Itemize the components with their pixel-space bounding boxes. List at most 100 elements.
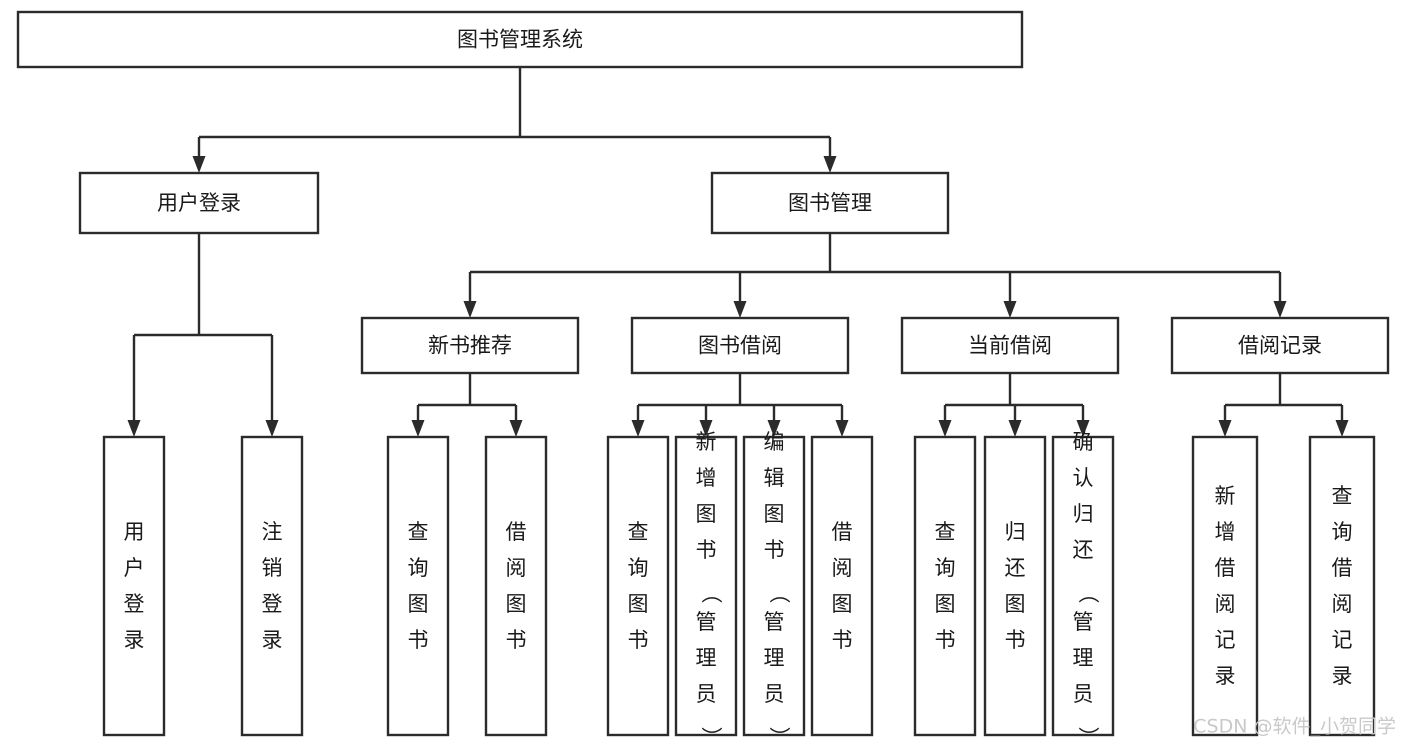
node-label-char: 询	[408, 556, 429, 580]
node-label: 用户登录	[157, 191, 241, 215]
node-box	[1308, 435, 1376, 737]
arrow-head-icon	[1218, 420, 1232, 437]
node-box	[240, 435, 304, 737]
node-label-char: 归	[1005, 520, 1026, 544]
node-label: 新书推荐	[428, 334, 512, 358]
node-label-char: 阅	[832, 556, 853, 580]
node-label-char: 图	[628, 592, 649, 616]
arrow-head-icon	[699, 420, 713, 437]
node-current-borrow[interactable]: 当前借阅	[900, 316, 1120, 375]
connector-current-to-leaves	[938, 373, 1090, 437]
connector-layer	[127, 67, 1349, 437]
arrow-head-icon	[733, 301, 747, 318]
node-box	[360, 316, 580, 375]
node-label-char: 编	[764, 430, 785, 454]
node-label-char: 图	[832, 592, 853, 616]
node-label-char: 图	[696, 502, 717, 526]
node-label-char: 登	[124, 592, 145, 616]
node-layer: 图书管理系统用户登录图书管理新书推荐图书借阅当前借阅借阅记录用户登录注销登录查询…	[16, 10, 1390, 747]
node-label-char: ）	[767, 727, 791, 747]
node-label-char: 理	[764, 646, 785, 670]
node-new-book-recommend[interactable]: 新书推荐	[360, 316, 580, 375]
arrow-head-icon	[823, 156, 837, 173]
node-label-char: 管	[1073, 610, 1094, 634]
arrow-head-icon	[1008, 420, 1022, 437]
node-label-char: 询	[1332, 520, 1353, 544]
node-label-char: 书	[832, 628, 853, 652]
connector-userlogin-to-leaves	[127, 233, 279, 437]
node-label-char: 查	[628, 520, 649, 544]
node-book-borrow[interactable]: 图书借阅	[630, 316, 850, 375]
node-label-char: 书	[696, 538, 717, 562]
node-box	[1191, 435, 1259, 737]
node-root[interactable]: 图书管理系统	[16, 10, 1024, 69]
node-label-char: 认	[1073, 466, 1094, 490]
node-label-char: 询	[628, 556, 649, 580]
node-label-char: 图	[935, 592, 956, 616]
node-user-login[interactable]: 用户登录	[78, 171, 320, 235]
node-label-char: （	[767, 583, 791, 604]
connector-recommend-to-leaves	[411, 373, 523, 437]
node-box	[1051, 435, 1115, 737]
node-borrow-record[interactable]: 借阅记录	[1170, 316, 1390, 375]
node-label-char: 阅	[1215, 592, 1236, 616]
node-box	[16, 10, 1024, 69]
node-label-char: 新	[1215, 484, 1236, 508]
node-label-char: 借	[506, 520, 527, 544]
node-label-char: 书	[1005, 628, 1026, 652]
arrow-head-icon	[767, 420, 781, 437]
node-label-char: 增	[1215, 520, 1236, 544]
node-label-char: 查	[408, 520, 429, 544]
node-label-char: 理	[696, 646, 717, 670]
node-book-management[interactable]: 图书管理	[710, 171, 950, 235]
arrow-head-icon	[411, 420, 425, 437]
node-label-char: 录	[1215, 664, 1236, 688]
node-label-char: 员	[764, 682, 785, 706]
arrow-head-icon	[463, 301, 477, 318]
arrow-head-icon	[938, 420, 952, 437]
arrow-head-icon	[1076, 420, 1090, 437]
node-label-char: ）	[699, 727, 723, 747]
node-label-char: 辑	[764, 466, 785, 490]
node-box	[630, 316, 850, 375]
connector-record-to-leaves	[1218, 373, 1349, 437]
connector-bookmgmt-to-level2	[463, 233, 1287, 318]
node-box	[102, 435, 166, 737]
arrow-head-icon	[835, 420, 849, 437]
node-label-char: 查	[935, 520, 956, 544]
arrow-head-icon	[127, 420, 141, 437]
node-leaf-user-login[interactable]: 用户登录	[102, 435, 166, 737]
connector-root-to-level1	[192, 67, 837, 173]
node-box	[913, 435, 977, 737]
node-label-char: 员	[1073, 682, 1094, 706]
node-label-char: 书	[628, 628, 649, 652]
node-label-char: 图	[506, 592, 527, 616]
csdn-watermark: CSDN @软件_小贺同学	[1193, 716, 1396, 738]
node-box	[742, 435, 806, 737]
node-label-char: 阅	[1332, 592, 1353, 616]
node-label-char: 还	[1073, 538, 1094, 562]
node-label-char: 查	[1332, 484, 1353, 508]
node-label-char: 录	[124, 628, 145, 652]
node-label-char: 销	[262, 556, 283, 580]
node-label-char: 书	[408, 628, 429, 652]
arrow-head-icon	[631, 420, 645, 437]
node-label-char: ）	[1076, 727, 1100, 747]
arrow-head-icon	[509, 420, 523, 437]
node-box	[710, 171, 950, 235]
node-label-char: 录	[1332, 664, 1353, 688]
connector-borrow-to-leaves	[631, 373, 849, 437]
